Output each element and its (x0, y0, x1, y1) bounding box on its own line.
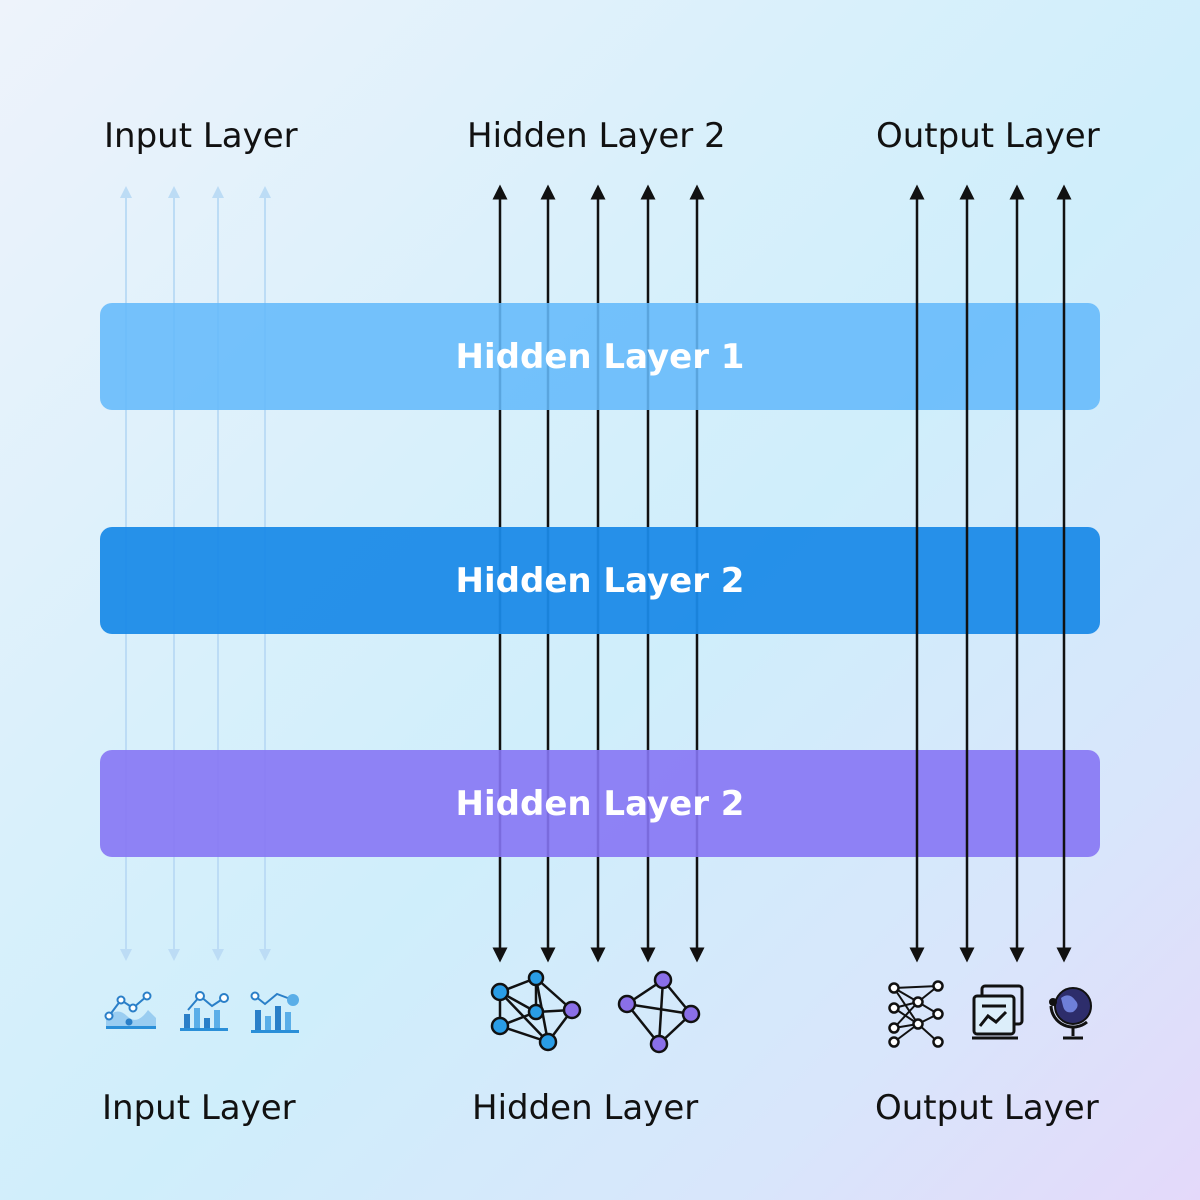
output-arrows (909, 184, 1072, 963)
band-label-2: Hidden Layer 2 (455, 560, 745, 601)
document-chart-icon (972, 984, 1024, 1040)
bottom-label-input: Input Layer (102, 1088, 296, 1128)
graph-network-icon (617, 970, 701, 1054)
neural-network-icon (490, 970, 582, 1052)
bar-chart-icon (180, 991, 229, 1031)
band-label-3: Hidden Layer 2 (455, 783, 745, 824)
top-label-hidden: Hidden Layer 2 (467, 116, 726, 156)
network-nodes-icon (888, 980, 944, 1048)
band-hidden-layer-2: Hidden Layer 2 (100, 527, 1100, 634)
bar-chart-trend-icon (250, 991, 299, 1033)
bottom-label-output: Output Layer (875, 1088, 1099, 1128)
line-chart-icon (104, 991, 156, 1029)
globe-icon (1049, 987, 1092, 1040)
bottom-label-hidden: Hidden Layer (472, 1088, 699, 1128)
top-label-input: Input Layer (104, 116, 298, 156)
top-label-output: Output Layer (876, 116, 1100, 156)
band-hidden-layer-1: Hidden Layer 1 (100, 303, 1100, 410)
band-label-1: Hidden Layer 1 (455, 336, 745, 377)
band-hidden-layer-3: Hidden Layer 2 (100, 750, 1100, 857)
